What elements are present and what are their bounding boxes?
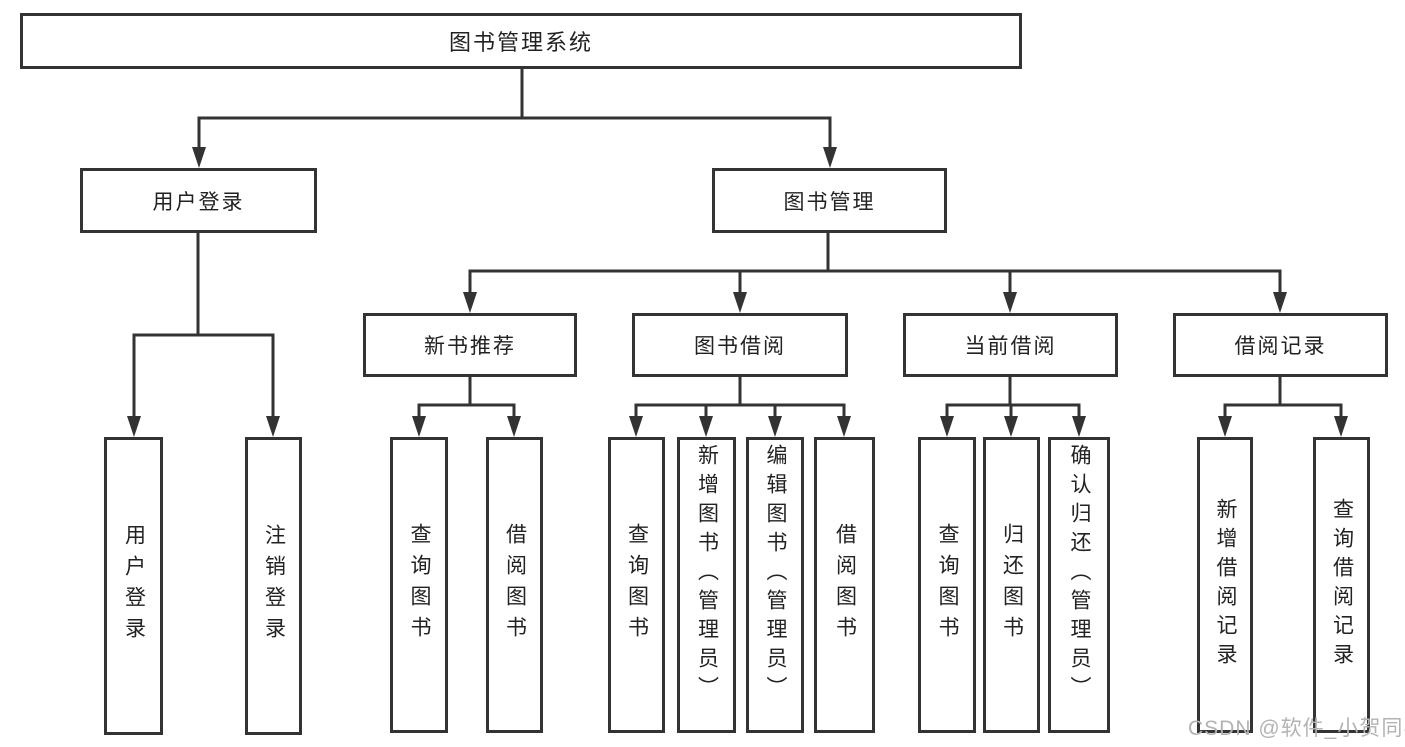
leaf-query-book-recommend: 查询图书	[390, 437, 448, 733]
node-label: 借阅图书	[833, 523, 857, 647]
node-label: 注销登录	[262, 524, 286, 648]
node-label: 图书管理系统	[448, 30, 593, 55]
leaf-query-book-borrow: 查询图书	[608, 437, 665, 733]
node-book-borrow: 图书借阅	[632, 313, 848, 377]
node-label: 查询图书	[936, 523, 959, 647]
leaf-borrow-book-borrow: 借阅图书	[814, 437, 875, 733]
leaf-logout-login: 注销登录	[245, 437, 302, 735]
node-user-login: 用户登录	[80, 168, 317, 233]
node-label: 图书借阅	[694, 335, 786, 358]
node-label: 借阅记录	[1234, 335, 1327, 358]
node-label: 查询图书	[625, 523, 649, 647]
leaf-return-book: 归还图书	[983, 437, 1040, 733]
leaf-add-book-admin: 新增图书（管理员）	[677, 437, 736, 733]
node-current-borrow: 当前借阅	[903, 313, 1118, 377]
leaf-add-borrow-record: 新增借阅记录	[1197, 437, 1253, 733]
node-label: 新增借阅记录	[1214, 498, 1237, 672]
node-label: 借阅图书	[503, 523, 527, 647]
node-label: 图书管理	[783, 190, 876, 214]
leaf-edit-book-admin: 编辑图书（管理员）	[746, 437, 804, 733]
arrowheads	[127, 147, 1348, 437]
node-label: 当前借阅	[964, 335, 1057, 358]
leaf-query-book-current: 查询图书	[918, 437, 976, 733]
node-label: 编辑图书（管理员）	[764, 444, 787, 705]
node-book-management: 图书管理	[712, 168, 947, 233]
node-root-system: 图书管理系统	[20, 13, 1022, 69]
leaf-borrow-book-recommend: 借阅图书	[486, 437, 543, 733]
leaf-query-borrow-record: 查询借阅记录	[1313, 437, 1370, 733]
node-label: 查询图书	[408, 523, 431, 647]
leaf-user-login: 用户登录	[104, 437, 163, 735]
node-label: 查询借阅记录	[1330, 498, 1354, 672]
node-label: 确认归还（管理员）	[1068, 444, 1091, 705]
node-label: 新增图书（管理员）	[695, 444, 719, 705]
leaf-confirm-return-admin: 确认归还（管理员）	[1048, 437, 1110, 733]
node-label: 归还图书	[1000, 523, 1024, 647]
node-label: 用户登录	[122, 524, 146, 648]
node-borrow-record: 借阅记录	[1173, 313, 1388, 377]
node-new-book-recommend: 新书推荐	[363, 313, 577, 377]
csdn-watermark: CSDN @软件_小贺同学	[1188, 717, 1405, 740]
node-label: 用户登录	[152, 190, 245, 214]
node-label: 新书推荐	[424, 335, 516, 358]
